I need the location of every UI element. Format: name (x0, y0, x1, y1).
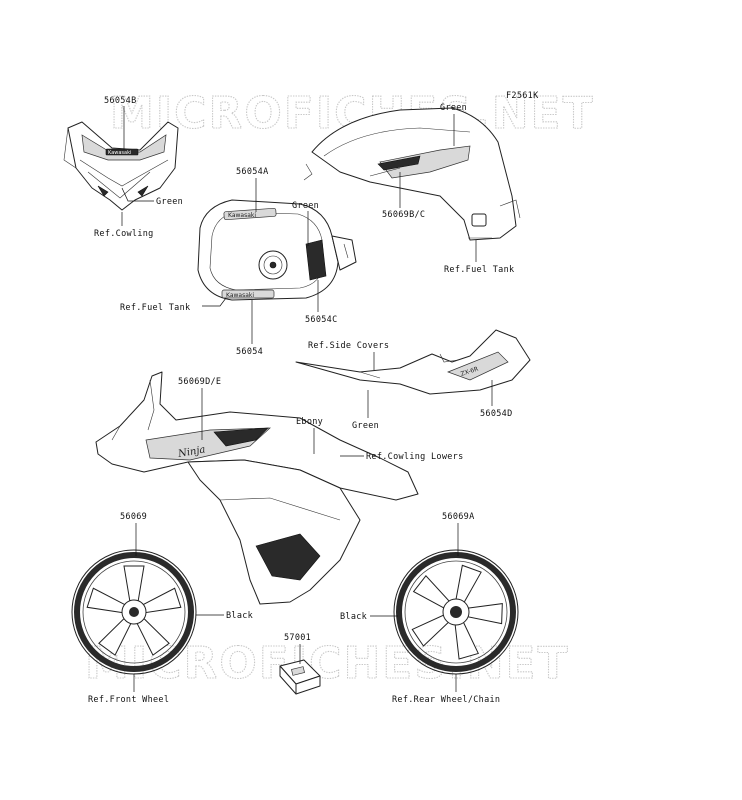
label-green-cowling[interactable]: Green (156, 197, 183, 207)
label-57001[interactable]: 57001 (284, 633, 311, 643)
label-ref-front-wheel[interactable]: Ref.Front Wheel (88, 695, 169, 705)
label-ebony[interactable]: Ebony (296, 417, 323, 427)
figure-code: F2561K (506, 91, 539, 101)
label-ref-cowling[interactable]: Ref.Cowling (94, 229, 154, 239)
label-56054A[interactable]: 56054A (236, 167, 269, 177)
tank-decal-top-text: Kawasaki (228, 212, 256, 219)
front-wheel-part[interactable] (71, 549, 197, 675)
fuel-tank-top-part[interactable]: Kawasaki Kawasaki (197, 199, 357, 301)
upper-cowling-part[interactable]: Kawasaki (63, 121, 179, 211)
label-56069A[interactable]: 56069A (442, 512, 475, 522)
label-green-tank[interactable]: Green (292, 201, 319, 211)
label-56069DE[interactable]: 56069D/E (178, 377, 221, 387)
leader-ref-fuel-tank-left (202, 297, 227, 307)
label-ref-rear-wheel[interactable]: Ref.Rear Wheel/Chain (392, 695, 500, 705)
label-56069[interactable]: 56069 (120, 512, 147, 522)
label-56054D[interactable]: 56054D (480, 409, 513, 419)
label-green-tank-cover[interactable]: Green (440, 103, 467, 113)
label-ref-fuel-tank-right[interactable]: Ref.Fuel Tank (444, 265, 514, 275)
label-56054C[interactable]: 56054C (305, 315, 338, 325)
label-56069BC[interactable]: 56069B/C (382, 210, 425, 220)
label-black-front[interactable]: Black (226, 611, 253, 621)
label-56054B[interactable]: 56054B (104, 96, 137, 106)
side-covers-part[interactable]: ZX-6R (295, 329, 531, 395)
cowling-lowers-part[interactable]: Ninja (95, 371, 419, 605)
label-ref-side-covers[interactable]: Ref.Side Covers (308, 341, 389, 351)
cowling-decal-text: Kawasaki (108, 150, 131, 156)
leader-green-cowling (121, 187, 154, 202)
label-ref-cowling-lowers[interactable]: Ref.Cowling Lowers (366, 452, 464, 462)
tank-decal-bottom-text: Kawasaki (226, 292, 254, 299)
label-ref-fuel-tank-left[interactable]: Ref.Fuel Tank (120, 303, 190, 313)
fuel-tank-cover-part[interactable] (303, 107, 521, 241)
part-57001[interactable] (279, 659, 321, 695)
cowling-lower-decal-text: Ninja (176, 444, 206, 460)
label-green-side-covers[interactable]: Green (352, 421, 379, 431)
rear-wheel-part[interactable] (393, 549, 519, 675)
label-56054[interactable]: 56054 (236, 347, 263, 357)
label-black-rear[interactable]: Black (340, 612, 367, 622)
